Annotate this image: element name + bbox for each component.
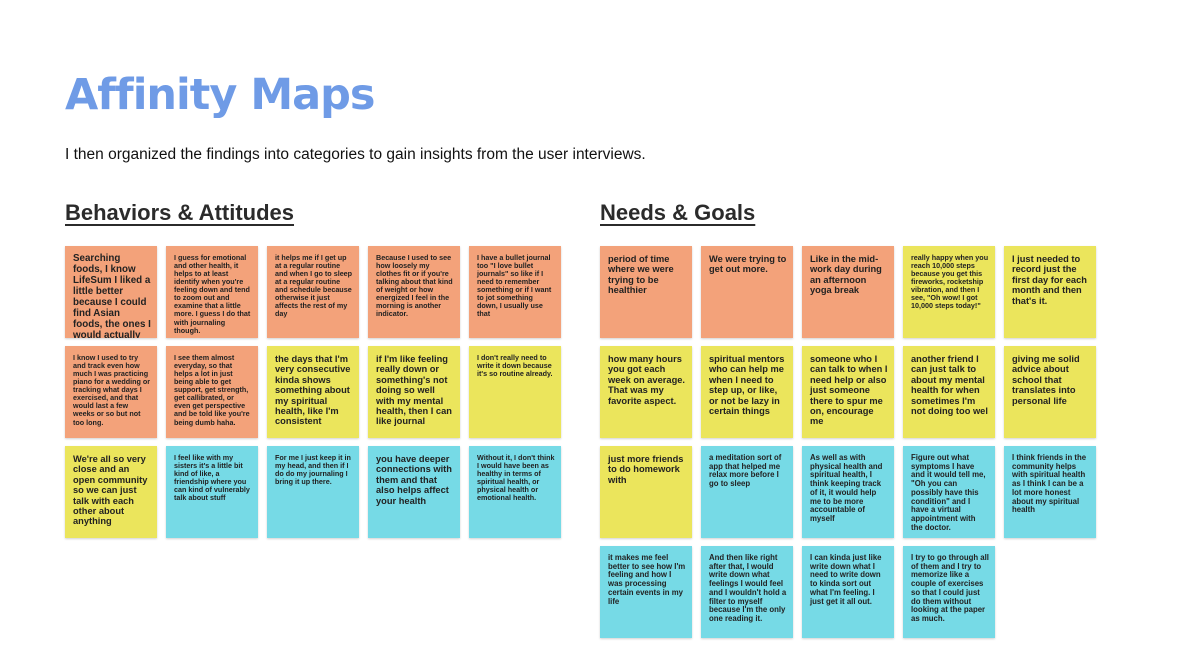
needs-goals-board: period of time where we were trying to b… [600, 246, 1096, 638]
sticky-note: it helps me if I get up at a regular rou… [267, 246, 359, 338]
page-subtitle: I then organized the findings into categ… [65, 146, 646, 163]
sticky-note: I think friends in the community helps w… [1004, 446, 1096, 538]
sticky-note: Like in the mid-work day during an after… [802, 246, 894, 338]
sticky-note: I see them almost everyday, so that help… [166, 346, 258, 438]
sticky-note: period of time where we were trying to b… [600, 246, 692, 338]
sticky-note: I don't really need to write it down bec… [469, 346, 561, 438]
sticky-note: I guess for emotional and other health, … [166, 246, 258, 338]
sticky-note: We were trying to get out more. [701, 246, 793, 338]
page-title: Affinity Maps [65, 70, 376, 120]
sticky-note: I just needed to record just the first d… [1004, 246, 1096, 338]
sticky-note: how many hours you got each week on aver… [600, 346, 692, 438]
section-heading-needs-goals: Needs & Goals [600, 200, 756, 225]
behaviors-attitudes-board: Searching foods, I know LifeSum I liked … [65, 246, 561, 538]
sticky-note: just more friends to do homework with [600, 446, 692, 538]
section-heading-behaviors-attitudes: Behaviors & Attitudes [65, 200, 295, 225]
sticky-note: the days that I'm very consecutive kinda… [267, 346, 359, 438]
sticky-note: We're all so very close and an open comm… [65, 446, 157, 538]
sticky-note: I try to go through all of them and I tr… [903, 546, 995, 638]
sticky-note: another friend I can just talk to about … [903, 346, 995, 438]
sticky-note: I have a bullet journal too "I love bull… [469, 246, 561, 338]
sticky-note: I feel like with my sisters it's a littl… [166, 446, 258, 538]
sticky-note: a meditation sort of app that helped me … [701, 446, 793, 538]
sticky-note: giving me solid advice about school that… [1004, 346, 1096, 438]
sticky-note: you have deeper connections with them an… [368, 446, 460, 538]
sticky-note: it makes me feel better to see how I'm f… [600, 546, 692, 638]
sticky-note: Figure out what symptoms I have and it w… [903, 446, 995, 538]
sticky-note: I know I used to try and track even how … [65, 346, 157, 438]
sticky-note: As well as with physical health and spir… [802, 446, 894, 538]
sticky-note: Without it, I don't think I would have b… [469, 446, 561, 538]
sticky-note: Searching foods, I know LifeSum I liked … [65, 246, 157, 338]
sticky-note: really happy when you reach 10,000 steps… [903, 246, 995, 338]
sticky-note: Because I used to see how loosely my clo… [368, 246, 460, 338]
sticky-note: I can kinda just like write down what I … [802, 546, 894, 638]
sticky-note: someone who I can talk to when I need he… [802, 346, 894, 438]
sticky-note: For me I just keep it in my head, and th… [267, 446, 359, 538]
sticky-note: And then like right after that, I would … [701, 546, 793, 638]
sticky-note: if I'm like feeling really down or somet… [368, 346, 460, 438]
sticky-note: spiritual mentors who can help me when I… [701, 346, 793, 438]
